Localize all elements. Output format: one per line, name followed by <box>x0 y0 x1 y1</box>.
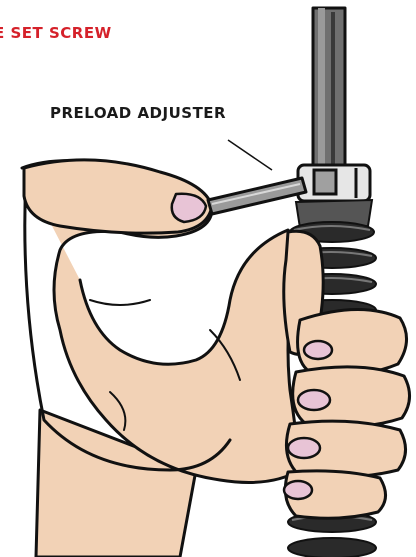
index-finger <box>22 158 214 235</box>
preload-adjuster-label: PRELOAD ADJUSTER <box>50 104 227 122</box>
set-screw-title: E SET SCREW <box>0 24 112 42</box>
preload-adjuster-collar <box>296 163 372 203</box>
allen-key-tool <box>206 176 308 216</box>
hand <box>20 159 411 557</box>
preload-adjuster-leader-line <box>227 139 273 171</box>
shock-shaft <box>311 6 347 180</box>
